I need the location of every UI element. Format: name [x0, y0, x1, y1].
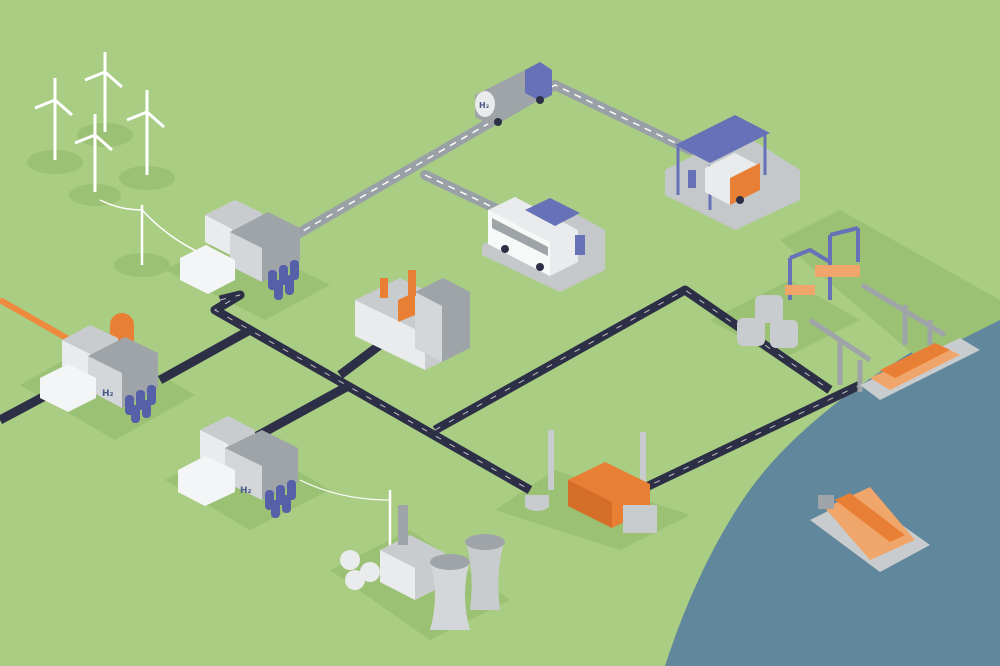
port-crane-icon: [808, 282, 947, 392]
wind-turbine-icon: [34, 52, 165, 192]
fueling-station-icon: [525, 198, 585, 255]
truck-h2-label: H₂: [479, 101, 490, 110]
hydrogen-plant-icon: [180, 200, 300, 300]
refinery-icon: [525, 430, 657, 533]
storage-tanks: [737, 295, 798, 348]
tanker-truck-icon: H₂: [475, 62, 552, 126]
pipeline-markings: [214, 289, 861, 491]
factory-icon: [355, 270, 470, 370]
cargo-ship-icon: [860, 338, 980, 400]
power-plant-icon: [299, 479, 505, 630]
export-pipeline: [0, 297, 72, 343]
sea: [665, 300, 1000, 666]
road-markings: [269, 84, 691, 251]
bus-icon: [488, 197, 578, 276]
timber-stacks: [785, 265, 860, 295]
cargo-ship-icon: [810, 487, 930, 572]
hydrogen-plant-icon: H₂: [40, 313, 158, 423]
plant-bottom-h2-label: H₂: [240, 486, 252, 496]
delivery-truck-icon: [705, 153, 760, 205]
plant-left-h2-label: H₂: [102, 389, 114, 399]
fueling-station-icon: [675, 115, 770, 210]
hydrogen-plant-icon: H₂: [178, 416, 298, 518]
